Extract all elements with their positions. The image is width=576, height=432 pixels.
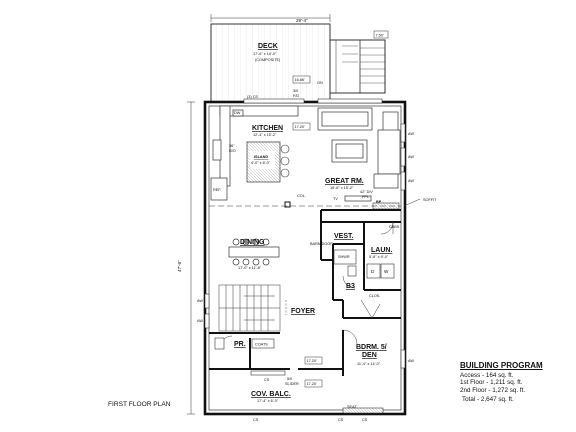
seat-label: SEAT bbox=[347, 405, 357, 409]
deck-dim-box bbox=[292, 75, 311, 84]
island-name: ISLAND bbox=[254, 155, 268, 159]
dw-label: DW bbox=[234, 111, 241, 115]
kitchen-name: KITCHEN bbox=[252, 125, 283, 132]
bdrm-name2: DEN bbox=[362, 352, 377, 359]
cs-bottom-3: CS bbox=[338, 418, 344, 422]
overall-width-dim: 29'-4" bbox=[296, 18, 308, 23]
coats-label: COATS bbox=[255, 343, 268, 347]
balcony-slider bbox=[250, 370, 286, 376]
bp-label: BP bbox=[376, 200, 382, 204]
dim-1720c: 17.20' bbox=[307, 382, 318, 386]
exterior-stair bbox=[329, 30, 389, 94]
deck-note: (COMPOSITE) bbox=[255, 58, 281, 62]
kitchen-window bbox=[243, 98, 305, 104]
plan-title: FIRST FLOOR PLAN bbox=[108, 401, 171, 408]
slider-5-0: 5/0 bbox=[287, 377, 292, 381]
aw-r3: AW bbox=[408, 179, 414, 183]
deck bbox=[210, 14, 331, 103]
column bbox=[284, 201, 291, 208]
program-title: BUILDING PROGRAM bbox=[460, 361, 543, 370]
coats-closet bbox=[251, 338, 275, 349]
great-rm-name: GREAT RM. bbox=[325, 178, 364, 185]
barn-door-label: BARN DOOR bbox=[310, 242, 333, 246]
dining-table bbox=[228, 238, 280, 266]
ref-label: REF. bbox=[213, 188, 221, 192]
cs-bottom: CS bbox=[264, 378, 270, 382]
great-room-furniture bbox=[317, 107, 401, 202]
deck-name: DECK bbox=[258, 43, 278, 50]
building-program: BUILDING PROGRAM Access - 164 sq. ft. 1s… bbox=[452, 362, 570, 404]
pr-name: PR. bbox=[234, 341, 246, 348]
dv-fpl: 42" D/V bbox=[360, 190, 373, 194]
clos-label: CLOS. bbox=[369, 294, 380, 298]
program-line-first-floor: 1st Floor - 1,211 sq. ft. bbox=[460, 379, 523, 387]
dim-box-c bbox=[304, 379, 323, 388]
slider-label: SLIDER bbox=[285, 382, 299, 386]
stair-width-label: 7.50' bbox=[376, 33, 384, 37]
tv-label: TV bbox=[333, 197, 338, 201]
dryer-label: D bbox=[371, 269, 375, 274]
slider-window-top bbox=[317, 98, 383, 104]
ro-label: 36" bbox=[229, 144, 235, 148]
ro-label2: R/O bbox=[229, 149, 236, 153]
overall-depth-dim: 47'-8" bbox=[177, 260, 182, 272]
great-rm-size: 16'-6" x 15'-2" bbox=[330, 186, 354, 190]
b3-toilet bbox=[347, 265, 357, 277]
on-label: ON bbox=[317, 81, 323, 85]
laun-name: LAUN. bbox=[371, 247, 392, 254]
program-total: Total - 2,647 sq. ft. bbox=[462, 396, 514, 404]
dining-size: 17'-0" x 11'-8" bbox=[238, 266, 262, 270]
cs-top: (3) CS bbox=[247, 95, 258, 99]
aw-r1: AW bbox=[408, 132, 414, 136]
aw-l2: AW bbox=[197, 319, 203, 323]
kitchen-size: 12'-4" x 15'-2" bbox=[253, 133, 277, 137]
door-fd: F/D bbox=[293, 94, 299, 98]
island-stools bbox=[280, 144, 290, 178]
program-line-second-floor: 2nd Floor - 1,272 sq. ft. bbox=[460, 386, 526, 394]
b3-name: B3 bbox=[346, 283, 355, 290]
interior-walls bbox=[209, 209, 401, 376]
laundry-appliances bbox=[366, 263, 395, 279]
seat-bench bbox=[342, 407, 384, 414]
washer-label: W bbox=[384, 269, 389, 274]
door-3-0: 3/0 bbox=[293, 89, 298, 93]
shower-label: SHWR bbox=[338, 255, 350, 259]
dim-1720a: 17.20' bbox=[295, 125, 306, 129]
cs-bottom-4: CS bbox=[362, 418, 368, 422]
foyer-name: FOYER bbox=[291, 308, 315, 315]
bdrm-size: 11'-4" x 14'-0" bbox=[357, 362, 381, 366]
soffit-label: SOFFIT bbox=[423, 198, 437, 202]
aw-l1: AW bbox=[197, 299, 203, 303]
dining-name: DINING bbox=[240, 239, 265, 246]
cabs-label: CABS bbox=[389, 225, 400, 229]
col-label: COL. bbox=[297, 194, 306, 198]
deck-size: 17'-6" x 14'-0" bbox=[253, 52, 277, 56]
dim-1720b: 17.20' bbox=[307, 359, 318, 363]
aw-r2: AW bbox=[408, 155, 414, 159]
bdrm-name: BDRM. 5/ bbox=[356, 344, 387, 351]
island-size: 4'-0" x 6'-0" bbox=[251, 161, 271, 165]
deck-dim: 16.86' bbox=[295, 78, 306, 82]
depth-dimension bbox=[187, 101, 195, 415]
program-line-access: Access - 164 sq. ft. bbox=[460, 371, 514, 379]
cov-balc-name: COV. BALC. bbox=[251, 391, 291, 398]
laun-size: 5'-8" x 9'-4" bbox=[369, 255, 389, 259]
pr-toilet bbox=[214, 337, 225, 350]
cs-bottom-2: CS bbox=[253, 418, 259, 422]
side-windows bbox=[204, 123, 406, 369]
exterior-walls bbox=[203, 100, 407, 416]
dim-box-b bbox=[304, 356, 323, 365]
cov-balc-size: 17'-4" x 6'-0" bbox=[257, 399, 279, 403]
vest-name: VEST. bbox=[334, 233, 354, 240]
dim-box-a bbox=[292, 122, 311, 131]
interior-stair bbox=[218, 284, 281, 332]
aw-r4: AW bbox=[408, 359, 414, 363]
refrigerator bbox=[210, 177, 228, 201]
shower bbox=[333, 249, 357, 265]
dv-fpl2: FPL. bbox=[362, 195, 370, 199]
